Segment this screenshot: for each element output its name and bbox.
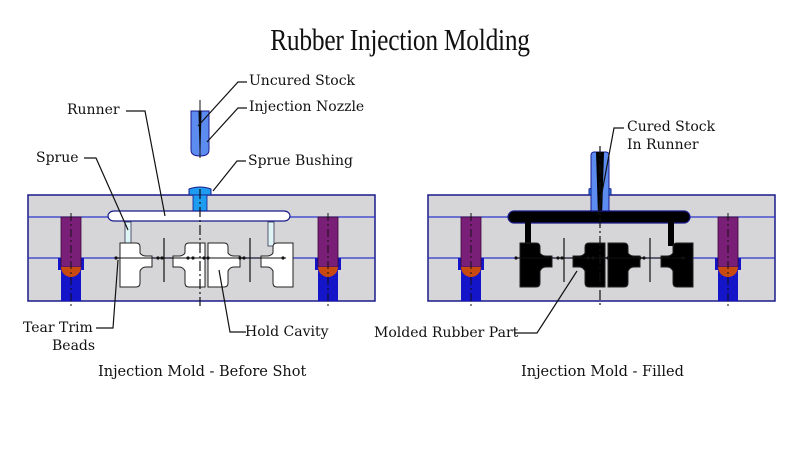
caption-filled: Injection Mold - Filled bbox=[521, 364, 684, 380]
molded-rubber-part bbox=[607, 242, 641, 288]
guide-pin-assembly bbox=[458, 213, 484, 306]
mold-filled bbox=[427, 146, 776, 306]
mold-before-shot bbox=[27, 100, 376, 306]
molded-rubber-part bbox=[572, 242, 606, 288]
leader-cured-stock bbox=[597, 127, 624, 215]
label-sprue: Sprue bbox=[36, 150, 79, 166]
label-tear-trim: Tear Trim bbox=[23, 320, 93, 336]
leader-injection-nozzle bbox=[206, 107, 247, 143]
leader-runner bbox=[126, 110, 166, 217]
leader-tear-trim bbox=[96, 259, 119, 329]
label-tear-trim-beads: Beads bbox=[52, 338, 96, 354]
label-molded-rubber-part: Molded Rubber Part bbox=[374, 325, 519, 341]
guide-pin-assembly bbox=[58, 213, 84, 306]
molded-rubber-part bbox=[519, 242, 553, 288]
label-injection-nozzle: Injection Nozzle bbox=[249, 99, 365, 115]
hold-cavity bbox=[260, 242, 294, 288]
guide-pin-tip bbox=[318, 267, 338, 277]
sprue-drop bbox=[525, 222, 531, 246]
hold-cavity bbox=[119, 242, 153, 288]
leader-molded-part bbox=[515, 270, 578, 334]
guide-pin-assembly bbox=[715, 213, 741, 306]
runner bbox=[507, 210, 691, 224]
leader-lines bbox=[84, 81, 624, 334]
hold-cavity bbox=[207, 242, 241, 288]
label-runner: Runner bbox=[67, 102, 120, 118]
label-in-runner: In Runner bbox=[627, 137, 699, 153]
label-cured-stock: Cured Stock bbox=[627, 119, 716, 135]
leader-uncured-stock bbox=[197, 81, 247, 127]
label-hold-cavity: Hold Cavity bbox=[245, 324, 329, 340]
hold-cavity bbox=[172, 242, 206, 288]
label-sprue-bushing: Sprue Bushing bbox=[248, 153, 353, 169]
sprue-drop bbox=[267, 221, 275, 247]
caption-before-shot: Injection Mold - Before Shot bbox=[98, 364, 307, 380]
molded-rubber-part bbox=[660, 242, 694, 288]
leader-hold-cavity bbox=[218, 269, 246, 333]
leader-sprue bbox=[84, 157, 129, 231]
leader-sprue-bushing bbox=[212, 160, 246, 192]
sprue-drop bbox=[668, 222, 674, 246]
diagram-title: Rubber Injection Molding bbox=[270, 22, 530, 57]
label-uncured-stock: Uncured Stock bbox=[249, 73, 356, 89]
runner bbox=[107, 210, 291, 222]
guide-pin-assembly bbox=[315, 213, 341, 306]
